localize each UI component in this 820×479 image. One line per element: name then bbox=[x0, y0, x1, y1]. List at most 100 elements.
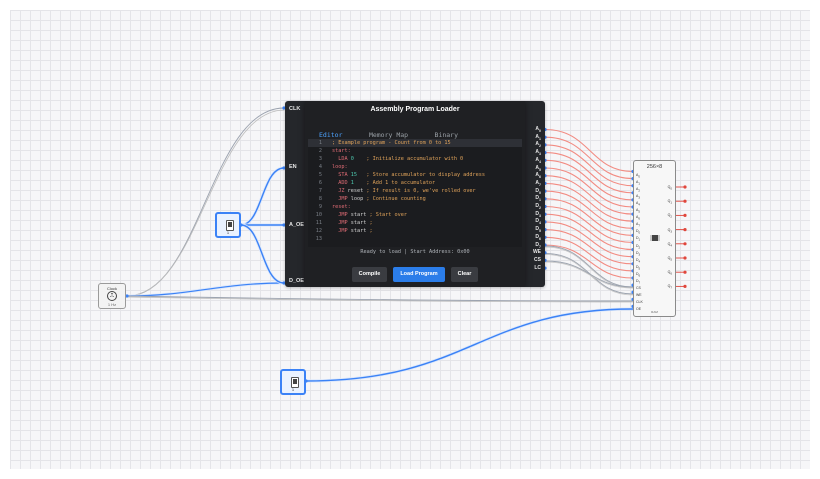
ram-input-d3[interactable]: D3 bbox=[636, 250, 641, 257]
switch-output-enable[interactable]: 1 bbox=[280, 369, 306, 395]
loader-pin-d0[interactable]: D0 bbox=[535, 187, 541, 195]
wire-clock-to-ram-clk[interactable] bbox=[126, 296, 634, 303]
load-program-button[interactable]: Load Program bbox=[393, 267, 445, 282]
switch-enable[interactable]: 1 bbox=[215, 212, 241, 238]
ram-output-pin-4[interactable] bbox=[683, 242, 687, 246]
loader-pin-a0[interactable]: A0 bbox=[535, 126, 541, 133]
clear-button[interactable]: Clear bbox=[450, 267, 479, 282]
loader-input-pin-0[interactable] bbox=[282, 106, 286, 110]
ram-input-clk[interactable]: CLK bbox=[636, 300, 643, 305]
loader-pin-d6[interactable]: D6 bbox=[535, 233, 541, 241]
code-line[interactable]: 13 bbox=[308, 235, 522, 243]
ram-input-d0[interactable]: D0 bbox=[636, 229, 641, 235]
ram-input-we[interactable]: WE bbox=[636, 293, 642, 298]
wire-clock-to-loader-doe[interactable] bbox=[126, 282, 285, 297]
code-line[interactable]: 1; Example program - Count from 0 to 15 bbox=[308, 139, 522, 147]
ram-output-pin-1[interactable] bbox=[683, 199, 687, 203]
ram-input-a1[interactable]: A1 bbox=[636, 179, 640, 186]
loader-pin-d3[interactable]: D3 bbox=[535, 210, 541, 218]
wire-bus-13[interactable] bbox=[544, 229, 634, 265]
wire-bus-6[interactable] bbox=[544, 175, 634, 215]
wire-control-2[interactable] bbox=[544, 260, 634, 288]
compile-button[interactable]: Compile bbox=[351, 267, 388, 282]
wire-switch-to-d-oe[interactable] bbox=[240, 224, 285, 284]
wire-control-0[interactable] bbox=[544, 245, 634, 288]
loader-pin-d5[interactable]: D5 bbox=[535, 226, 541, 234]
wire-clock-to-ram-clk[interactable] bbox=[126, 295, 634, 302]
ram-output-q3[interactable]: Q3 bbox=[667, 227, 672, 234]
code-line[interactable]: 6 ADD 1 ; Add 1 to accumulator bbox=[308, 179, 522, 187]
loader-input-pin-2[interactable] bbox=[282, 223, 286, 227]
ram-input-a7[interactable]: A7 bbox=[636, 222, 640, 228]
ram-input-cs[interactable]: CS bbox=[636, 286, 641, 291]
wire-bus-4[interactable] bbox=[544, 159, 634, 201]
tab-binary[interactable]: Binary bbox=[434, 131, 459, 139]
loader-input-pin-3[interactable] bbox=[282, 281, 286, 285]
ram-input-d1[interactable]: D1 bbox=[636, 236, 641, 243]
wire-switch-to-en[interactable] bbox=[240, 167, 285, 226]
wire-bus-14[interactable] bbox=[544, 236, 634, 272]
pin-clk[interactable]: CLK bbox=[289, 106, 301, 112]
ram-output-q1[interactable]: Q1 bbox=[667, 199, 672, 205]
loader-pin-a3[interactable]: A3 bbox=[535, 149, 541, 157]
loader-pin-d1[interactable]: D1 bbox=[535, 195, 541, 203]
code-line[interactable]: 8 JMP loop ; Continue counting bbox=[308, 195, 522, 203]
wire-bus-10[interactable] bbox=[544, 205, 634, 244]
wire-control-2[interactable] bbox=[544, 261, 634, 289]
wire-bus-1[interactable] bbox=[544, 136, 634, 180]
ram-output-q0[interactable]: Q0 bbox=[667, 185, 672, 191]
clock-component[interactable]: Clock ⎍ 1 Hz bbox=[98, 283, 126, 309]
loader-pin-a2[interactable]: A2 bbox=[535, 141, 541, 149]
code-line[interactable]: 10 JMP start ; Start over bbox=[308, 211, 522, 219]
pin-a-oe[interactable]: A_OE bbox=[289, 222, 304, 228]
ram-input-d5[interactable]: D5 bbox=[636, 264, 641, 271]
ram-input-a3[interactable]: A3 bbox=[636, 193, 640, 200]
loader-input-pin-1[interactable] bbox=[282, 166, 286, 170]
ram-input-d6[interactable]: D6 bbox=[636, 271, 641, 278]
loader-pin-a6[interactable]: A6 bbox=[535, 172, 541, 180]
loader-pin-we[interactable]: WE bbox=[532, 249, 541, 256]
ram-input-a5[interactable]: A5 bbox=[636, 208, 640, 214]
ram-output-pin-2[interactable] bbox=[683, 213, 687, 217]
ram-input-a0[interactable]: A0 bbox=[636, 172, 640, 179]
loader-pin-d7[interactable]: D7 bbox=[535, 241, 541, 249]
ram-input-a2[interactable]: A2 bbox=[636, 186, 640, 193]
ram-output-q7[interactable]: Q7 bbox=[667, 284, 672, 291]
pin-en[interactable]: EN bbox=[289, 164, 297, 170]
wire-switch-to-ram-oe[interactable] bbox=[305, 308, 634, 382]
code-line[interactable]: 11 JMP start ; bbox=[308, 219, 522, 227]
ram-input-d7[interactable]: D7 bbox=[636, 279, 641, 285]
ram-output-q6[interactable]: Q6 bbox=[667, 270, 672, 276]
loader-pin-a5[interactable]: A5 bbox=[535, 164, 541, 172]
code-line[interactable]: 7 JZ reset ; If result is 0, we've rolle… bbox=[308, 187, 522, 195]
ram-output-pin-7[interactable] bbox=[683, 284, 687, 288]
ram-input-a6[interactable]: A6 bbox=[636, 215, 640, 221]
loader-pin-d4[interactable]: D4 bbox=[535, 218, 541, 226]
wire-bus-12[interactable] bbox=[544, 221, 634, 258]
loader-pin-a7[interactable]: A7 bbox=[535, 179, 541, 187]
ram-output-pin-0[interactable] bbox=[683, 185, 687, 189]
wire-bus-0[interactable] bbox=[544, 128, 634, 173]
ram-output-q2[interactable]: Q2 bbox=[667, 213, 672, 220]
loader-pin-cs[interactable]: CS bbox=[534, 256, 541, 263]
ram-output-pin-5[interactable] bbox=[683, 256, 687, 260]
ram-input-d4[interactable]: D4 bbox=[636, 257, 641, 264]
ram-output-pin-6[interactable] bbox=[683, 270, 687, 274]
wire-bus-15[interactable] bbox=[544, 244, 634, 279]
code-line[interactable]: 5 STA 15 ; Store accumulator to display … bbox=[308, 171, 522, 179]
wire-clock-to-loader-clk[interactable] bbox=[126, 109, 285, 297]
loader-pin-d2[interactable]: D2 bbox=[535, 203, 541, 210]
loader-pin-lc[interactable]: LC bbox=[534, 264, 541, 271]
wire-bus-7[interactable] bbox=[544, 182, 634, 222]
wire-bus-2[interactable] bbox=[544, 144, 634, 187]
loader-pin-a4[interactable]: A4 bbox=[535, 156, 541, 164]
wire-bus-11[interactable] bbox=[544, 213, 634, 251]
wire-bus-5[interactable] bbox=[544, 167, 634, 208]
code-line[interactable]: 3 LDA 0 ; Initialize accumulator with 0 bbox=[308, 155, 522, 163]
